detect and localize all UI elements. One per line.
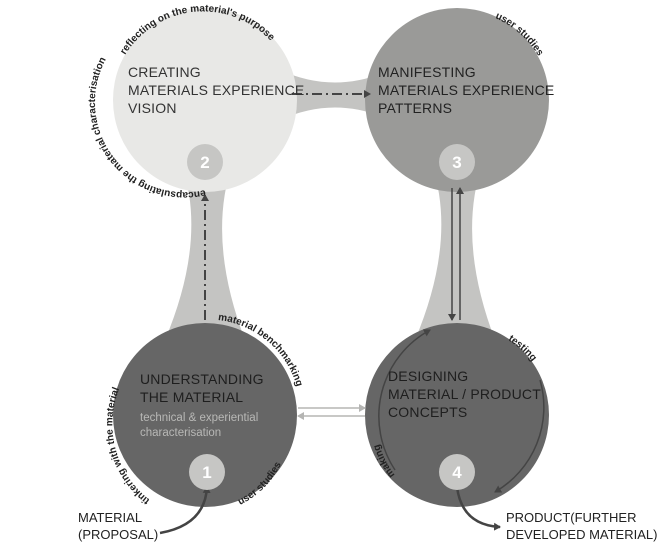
connector-right	[415, 165, 495, 340]
output-label: PRODUCT(FURTHER DEVELOPED MATERIAL)	[506, 510, 657, 542]
badge-2-number: 2	[200, 153, 209, 172]
node-4-title: DESIGNING MATERIAL / PRODUCT CONCEPTS	[388, 368, 545, 420]
badge-4-number: 4	[452, 463, 462, 482]
node-1-title: UNDERSTANDING THE MATERIAL	[140, 371, 268, 405]
badge-2	[187, 144, 223, 180]
badge-3	[439, 144, 475, 180]
input-label: MATERIAL (PROPOSAL)	[78, 510, 158, 542]
node-3-title: MANIFESTING MATERIALS EXPERIENCE PATTERN…	[378, 64, 559, 116]
node-3-circle	[365, 8, 549, 192]
node-2-circle	[113, 8, 297, 192]
input-arrow	[159, 486, 211, 535]
node-4-circle	[365, 323, 549, 507]
output-arrow	[455, 486, 501, 531]
node-2-title: CREATING MATERIALS EXPERIENCE VISION	[128, 64, 309, 116]
badge-1	[189, 454, 225, 490]
badge-1-number: 1	[202, 463, 211, 482]
arc-testing	[494, 379, 545, 493]
badge-4	[439, 454, 475, 490]
arc-making	[378, 329, 431, 471]
node-1-circle	[113, 323, 297, 507]
node-1-subtitle: technical & experiential characterisatio…	[140, 412, 261, 439]
badge-3-number: 3	[452, 153, 461, 172]
